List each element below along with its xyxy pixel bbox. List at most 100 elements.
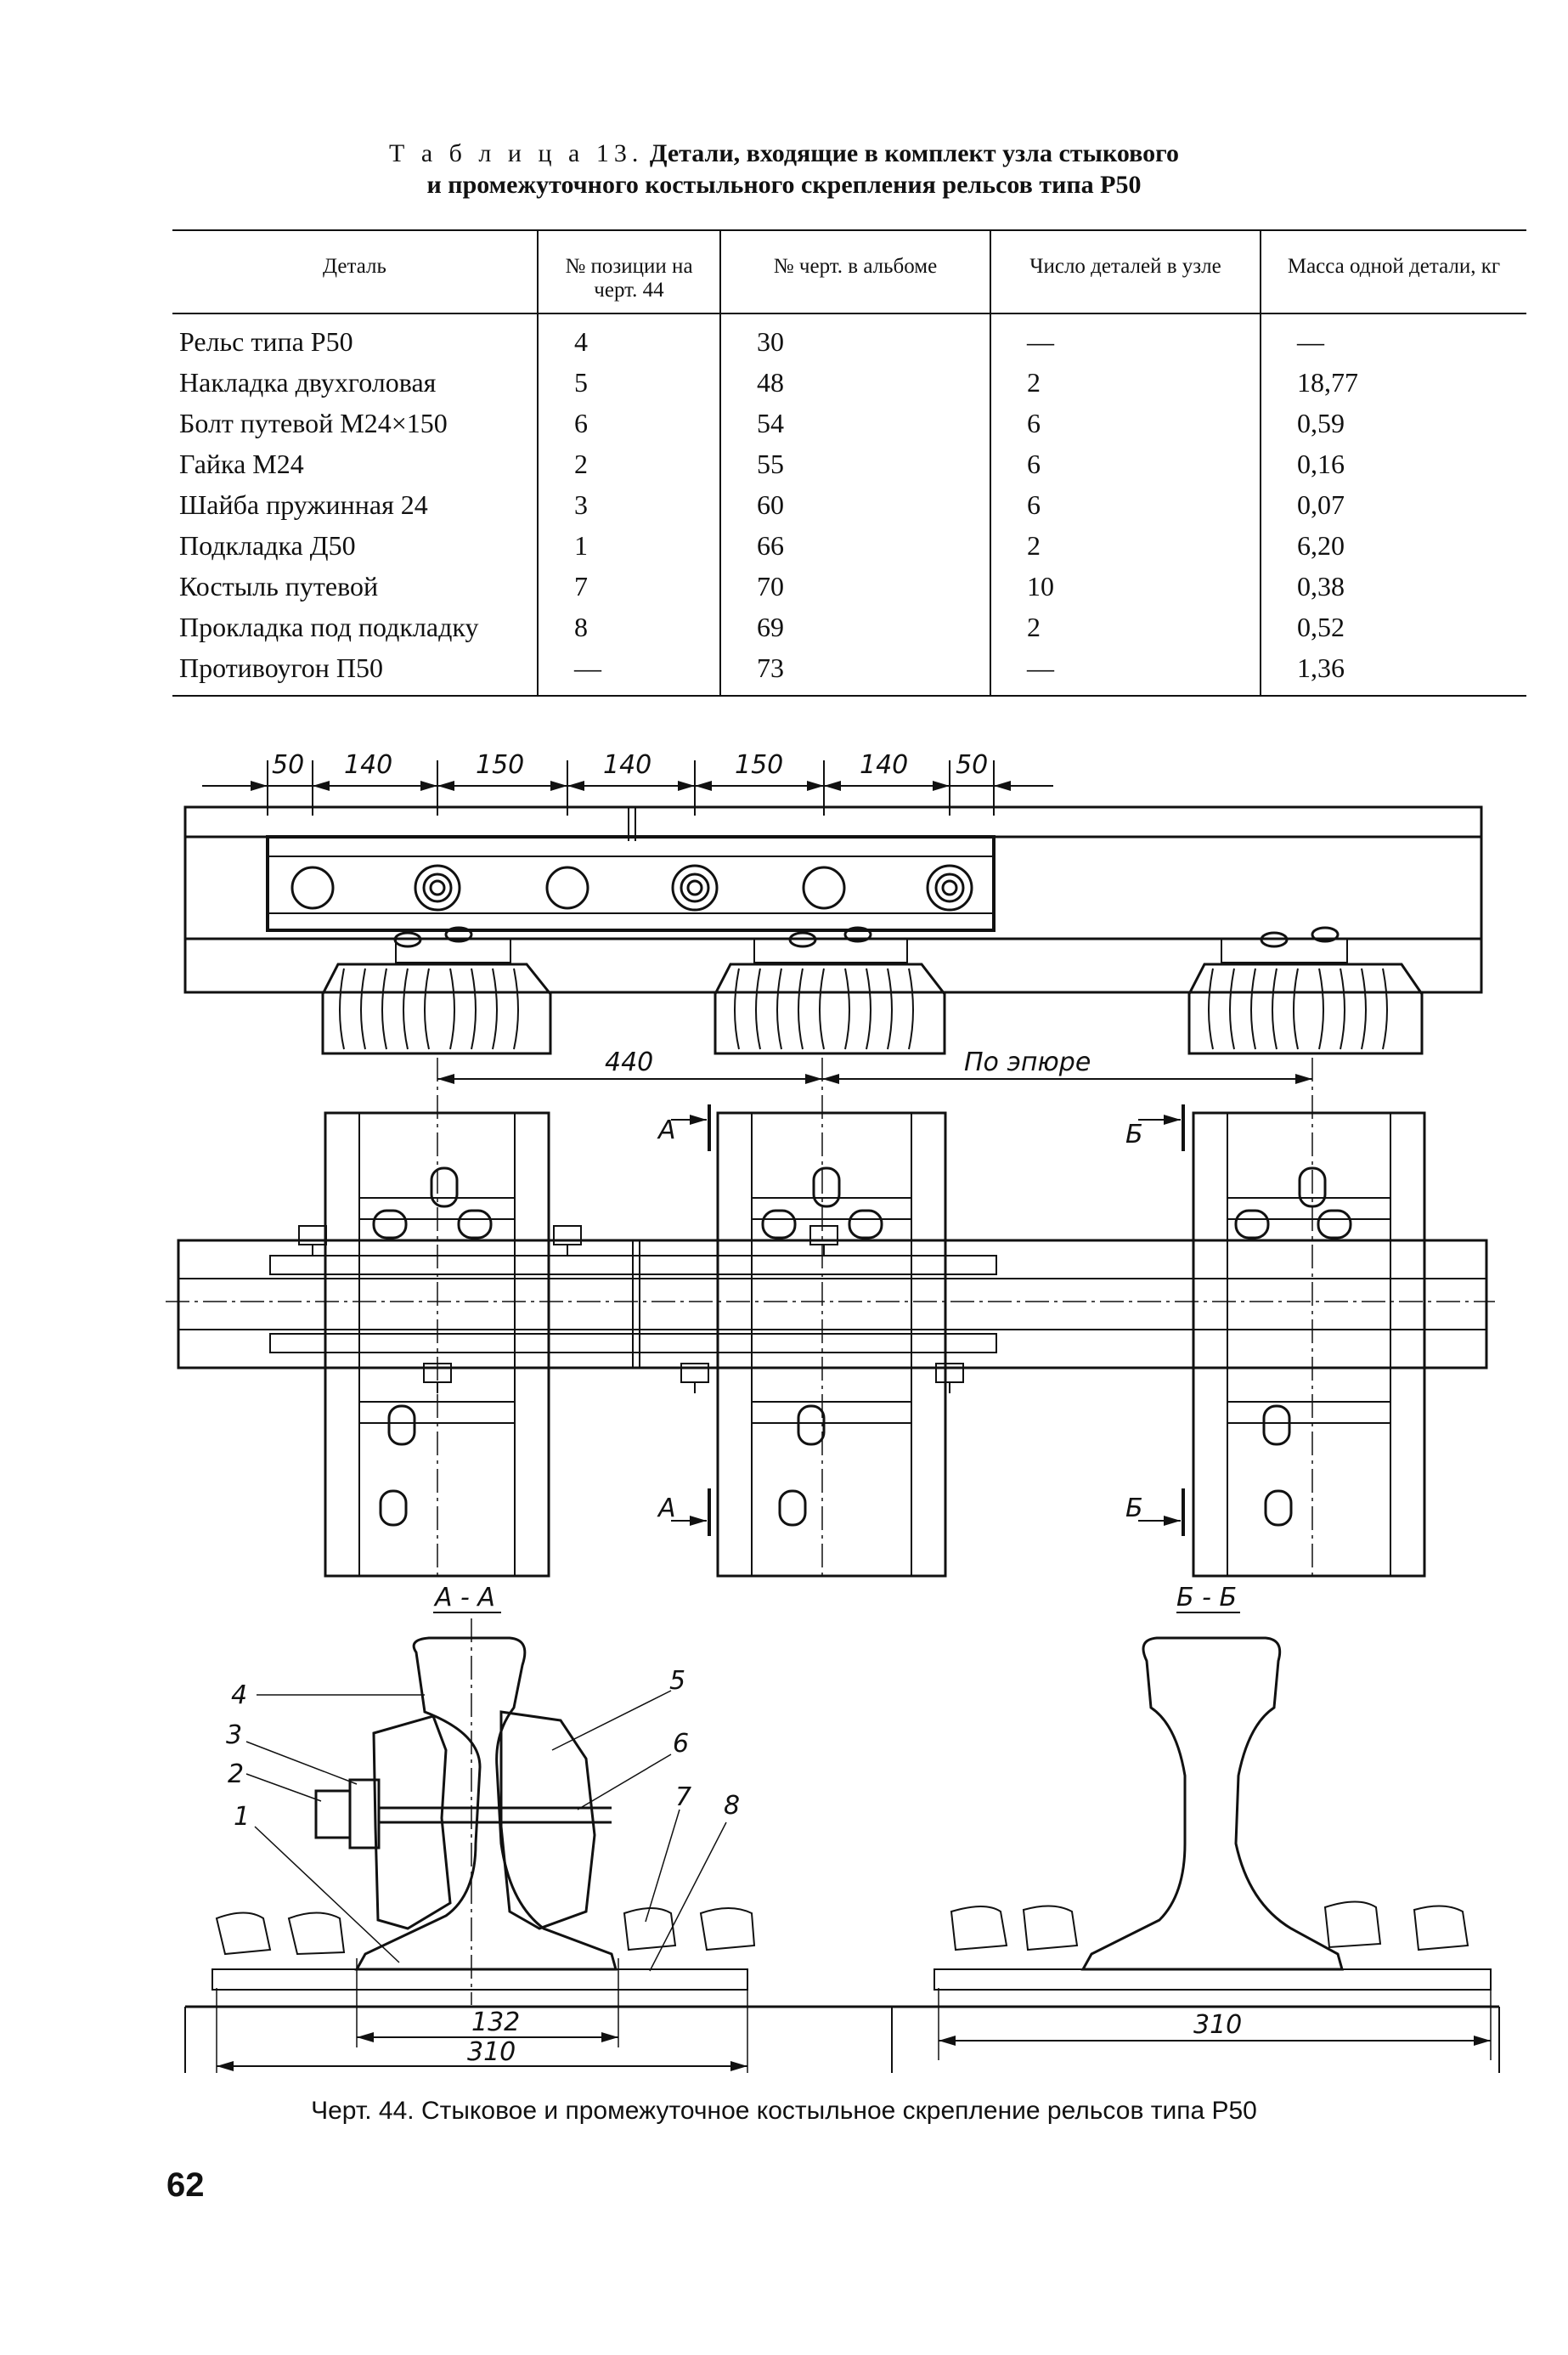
position-label-2: 2: [228, 1759, 244, 1789]
position-label-4: 4: [231, 1680, 247, 1710]
section-a-mark-bottom: А: [657, 1494, 676, 1523]
rail-profile-a: [354, 1636, 618, 1971]
cell-album: 54: [719, 403, 990, 443]
col-header-part: Деталь: [172, 229, 538, 314]
cell-mass: —: [1260, 313, 1526, 362]
table-title-label: Т а б л и ц а 13.: [389, 139, 644, 167]
dim-132-label: 132: [471, 2008, 520, 2037]
dim-top-4: 140: [603, 750, 651, 780]
position-label-1: 1: [234, 1802, 250, 1832]
cell-mass: 0,16: [1260, 443, 1526, 484]
cell-part: Прокладка под подкладку: [179, 612, 479, 642]
cell-part: Болт путевой М24×150: [179, 408, 448, 438]
sleeper-texture: [339, 968, 1388, 1050]
centerlines: [166, 1058, 1495, 1580]
cell-part: Шайба пружинная 24: [179, 489, 428, 520]
section-a-title: А - А: [433, 1583, 495, 1612]
cell-quantity: —: [990, 313, 1261, 362]
bolt-holes: [290, 864, 973, 912]
table-header-row: Деталь № позиции на черт. 44 № черт. в а…: [172, 229, 1526, 314]
section-b-mark-bottom: Б: [1125, 1494, 1143, 1523]
dim-top-1: 50: [272, 750, 304, 780]
cell-position: 3: [537, 484, 720, 525]
dim-440-label: 440: [605, 1048, 653, 1077]
cell-mass: 0,59: [1260, 403, 1526, 443]
position-leaders: [245, 1690, 727, 1972]
parts-table: Деталь № позиции на черт. 44 № черт. в а…: [172, 229, 1526, 697]
col-header-position: № позиции на черт. 44: [537, 229, 720, 314]
cell-part: Костыль путевой: [179, 571, 379, 601]
dim-310-label-b: 310: [1193, 2010, 1242, 2040]
position-label-6: 6: [673, 1729, 689, 1759]
rail-side-view: [183, 805, 1483, 994]
dim-top-3: 150: [476, 750, 524, 780]
cell-position: 4: [537, 313, 720, 362]
cell-mass: 0,07: [1260, 484, 1526, 525]
cell-position: 7: [537, 566, 720, 607]
cell-mass: 18,77: [1260, 362, 1526, 403]
dim-top-5: 150: [735, 750, 783, 780]
bolt-head: [314, 1789, 352, 1839]
spikes-plan: [372, 1166, 1352, 1527]
cell-part: Накладка двухголовая: [179, 367, 437, 398]
joint-bar-right: [499, 1710, 596, 1930]
joint-bar-left: [372, 1714, 452, 1930]
cell-quantity: —: [990, 647, 1261, 697]
cell-album: 30: [719, 313, 990, 362]
cell-part: Рельс типа Р50: [179, 326, 353, 357]
cell-position: 2: [537, 443, 720, 484]
col-header-mass: Масса одной детали, кг: [1260, 229, 1526, 314]
cell-position: 6: [537, 403, 720, 443]
dim-epure-label: По эпюре: [964, 1048, 1091, 1077]
table-title-line2: и промежуточного костыльного скрепления …: [426, 171, 1142, 199]
cell-quantity: 2: [990, 362, 1261, 403]
position-label-7: 7: [675, 1782, 691, 1812]
cell-mass: 6,20: [1260, 525, 1526, 566]
position-label-8: 8: [724, 1791, 740, 1821]
cell-album: 69: [719, 607, 990, 647]
drawing-labels: 50 140 150 140 150 140 50 440 По эпюре А…: [226, 750, 1242, 2067]
cell-album: 73: [719, 647, 990, 697]
cell-album: 70: [719, 566, 990, 607]
cell-quantity: 6: [990, 403, 1261, 443]
cell-mass: 0,38: [1260, 566, 1526, 607]
cell-album: 66: [719, 525, 990, 566]
dim-310-label-a: 310: [467, 2037, 516, 2067]
section-a-mark-top: А: [657, 1115, 676, 1145]
table-row: Противоугон П50—73—1,36: [172, 647, 1526, 697]
page-number: 62: [166, 2166, 205, 2204]
table-title-text: Детали, входящие в комплект узла стыково…: [643, 139, 1179, 167]
rail-profile-b: [1080, 1636, 1344, 1971]
dim-top-6: 140: [860, 750, 908, 780]
cell-quantity: 2: [990, 525, 1261, 566]
plan-view: [177, 1104, 1488, 1578]
rail-plan-view: [177, 1239, 1488, 1370]
cell-album: 60: [719, 484, 990, 525]
dim-top-7: 50: [956, 750, 988, 780]
cell-album: 48: [719, 362, 990, 403]
tie-plate-b: [933, 1968, 1492, 1991]
dim-top-2: 140: [344, 750, 392, 780]
cell-album: 55: [719, 443, 990, 484]
section-marks: [708, 1104, 1185, 1536]
bolts-plan: [298, 1225, 964, 1393]
section-b-title: Б - Б: [1176, 1583, 1237, 1612]
position-label-5: 5: [669, 1666, 685, 1696]
cell-position: —: [537, 647, 720, 697]
cell-position: 5: [537, 362, 720, 403]
col-header-album-drawing: № черт. в альбоме: [719, 229, 990, 314]
sleepers-plan: [324, 1111, 1426, 1578]
cell-quantity: 6: [990, 443, 1261, 484]
table-title: Т а б л и ц а 13. Детали, входящие в ком…: [0, 138, 1568, 200]
cell-part: Подкладка Д50: [179, 530, 356, 561]
section-b-mark-top: Б: [1125, 1120, 1143, 1149]
